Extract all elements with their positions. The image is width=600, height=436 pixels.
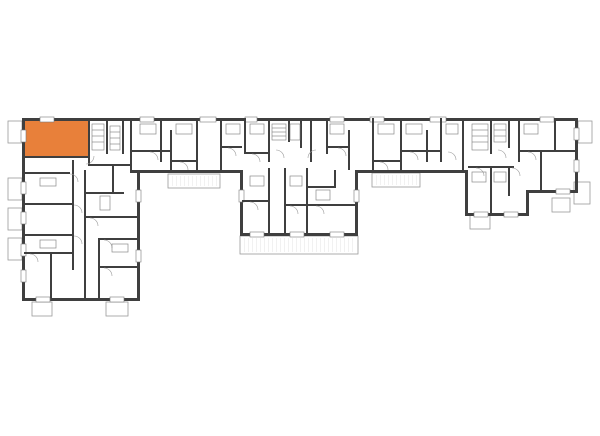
stairs xyxy=(91,123,507,151)
interior-walls xyxy=(24,118,576,298)
highlighted-unit xyxy=(24,120,88,157)
fixtures xyxy=(39,123,539,253)
windows xyxy=(20,116,580,303)
door-swings xyxy=(29,147,537,277)
